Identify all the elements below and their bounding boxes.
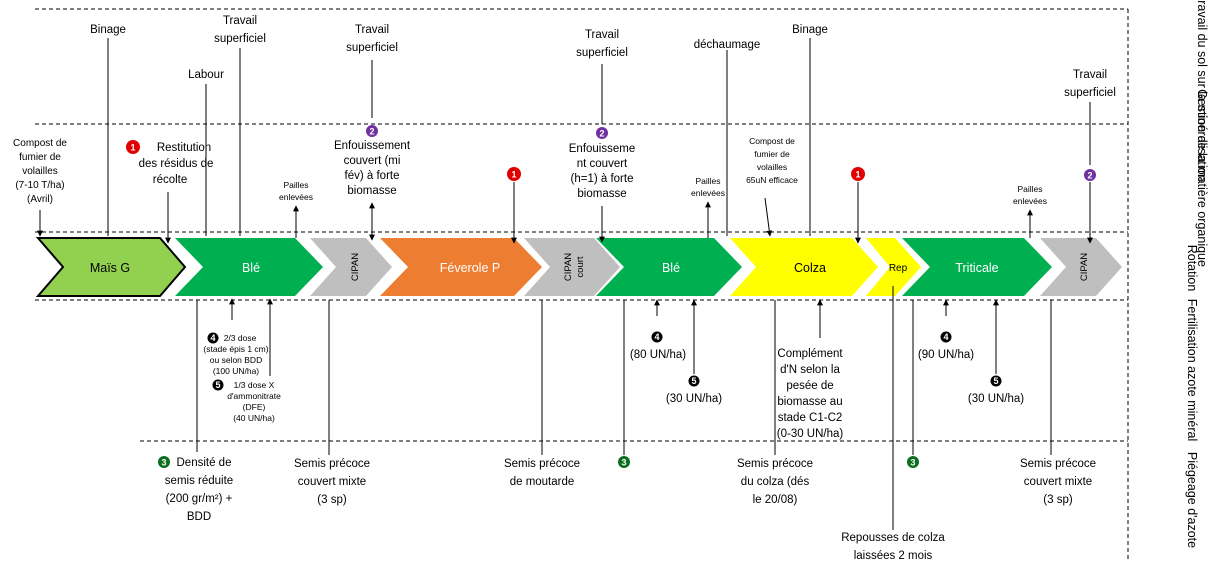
svg-text:1: 1 xyxy=(130,143,135,153)
crop-label-cipan-court: CIPANcourt xyxy=(563,253,586,281)
marker-4a xyxy=(207,332,219,344)
crop-label-cipan-1: CIPAN xyxy=(350,253,361,281)
marker-green-3a xyxy=(158,456,170,468)
fert-text-7: (30 UN/ha) xyxy=(968,393,1024,405)
marker-red-1a xyxy=(126,140,140,154)
chevron-feverole xyxy=(380,238,542,296)
marker-purple-2c xyxy=(1084,169,1096,181)
band-label-piegeage: Piégeage d'azote xyxy=(1185,452,1199,548)
band-label-fertilisation: Fertilisation azote minéral xyxy=(1185,299,1199,441)
svg-text:2: 2 xyxy=(369,127,374,137)
crop-label-triticale: Triticale xyxy=(955,261,998,275)
svg-text:5: 5 xyxy=(691,376,696,386)
tillage-binage-1: Binage xyxy=(90,24,126,36)
svg-text:4: 4 xyxy=(654,332,659,342)
svg-text:5: 5 xyxy=(215,380,220,390)
trapping-leaders xyxy=(196,286,1052,530)
svg-text:1: 1 xyxy=(511,170,516,180)
crop-label-rep: Rep xyxy=(889,263,908,274)
chevron-colza xyxy=(730,238,878,296)
band-label-mineralisation: Effet du travail du sol sur la minéralis… xyxy=(1195,0,1209,182)
crop-label-feverole: Féverole P xyxy=(440,261,500,275)
marker-5b xyxy=(688,375,700,387)
rotation-chevrons: Maïs G Blé CIPAN Féverole P CIPANcourt B… xyxy=(35,237,1122,297)
svg-text:2: 2 xyxy=(1087,171,1092,181)
crop-label-ble-2: Blé xyxy=(662,261,680,275)
tillage-dechaumage: déchaumage xyxy=(694,39,761,51)
fert-text-1: 2/3 dose(stade épis 1 cm)ou selon BDD(10… xyxy=(203,333,268,376)
svg-text:3: 3 xyxy=(910,458,915,468)
fert-text-3: (80 UN/ha) xyxy=(630,349,686,361)
chevron-ble-1 xyxy=(175,238,323,296)
tillage-leaders xyxy=(371,60,1091,165)
marker-5c xyxy=(990,375,1002,387)
marker-purple-2a xyxy=(366,125,378,137)
chevron-mais xyxy=(35,237,187,297)
marker-purple-2b xyxy=(596,127,608,139)
chevron-cipan-court xyxy=(524,238,620,296)
chevron-cipan-2 xyxy=(1040,238,1122,296)
marker-red-1c xyxy=(851,167,865,181)
marker-green-3c xyxy=(907,456,919,468)
svg-text:3: 3 xyxy=(621,458,626,468)
chevron-ble-2 xyxy=(596,238,742,296)
svg-text:1: 1 xyxy=(855,170,860,180)
compost-2-arrow xyxy=(764,197,773,237)
tillage-labour: Labour xyxy=(188,69,224,81)
svg-text:3: 3 xyxy=(161,458,166,468)
fert-text-6: (90 UN/ha) xyxy=(918,349,974,361)
svg-text:5: 5 xyxy=(993,376,998,386)
marker-4c xyxy=(940,331,952,343)
chevron-triticale xyxy=(902,238,1052,296)
band-label-rotation: Rotation xyxy=(1185,245,1199,292)
crop-label-ble-1: Blé xyxy=(242,261,260,275)
crop-label-mais: Maïs G xyxy=(90,261,130,275)
svg-text:2: 2 xyxy=(599,129,604,139)
chevron-rep xyxy=(866,238,921,296)
fert-text-4: (30 UN/ha) xyxy=(666,393,722,405)
marker-red-1b xyxy=(507,167,521,181)
svg-text:4: 4 xyxy=(210,333,215,343)
tillage-binage-2: Binage xyxy=(792,24,828,36)
band-labels: Effet du travail du sol sur la minéralis… xyxy=(1185,0,1209,548)
chevron-cipan-1 xyxy=(310,238,392,296)
marker-4b xyxy=(651,331,663,343)
svg-text:4: 4 xyxy=(943,332,948,342)
marker-green-3b xyxy=(618,456,630,468)
tillage-band xyxy=(107,38,811,236)
band-label-matiere-organique: Gestion de la matière organique xyxy=(1195,89,1209,267)
marker-5a xyxy=(212,379,224,391)
crop-label-colza: Colza xyxy=(794,261,826,275)
crop-label-cipan-2: CIPAN xyxy=(1079,253,1090,281)
